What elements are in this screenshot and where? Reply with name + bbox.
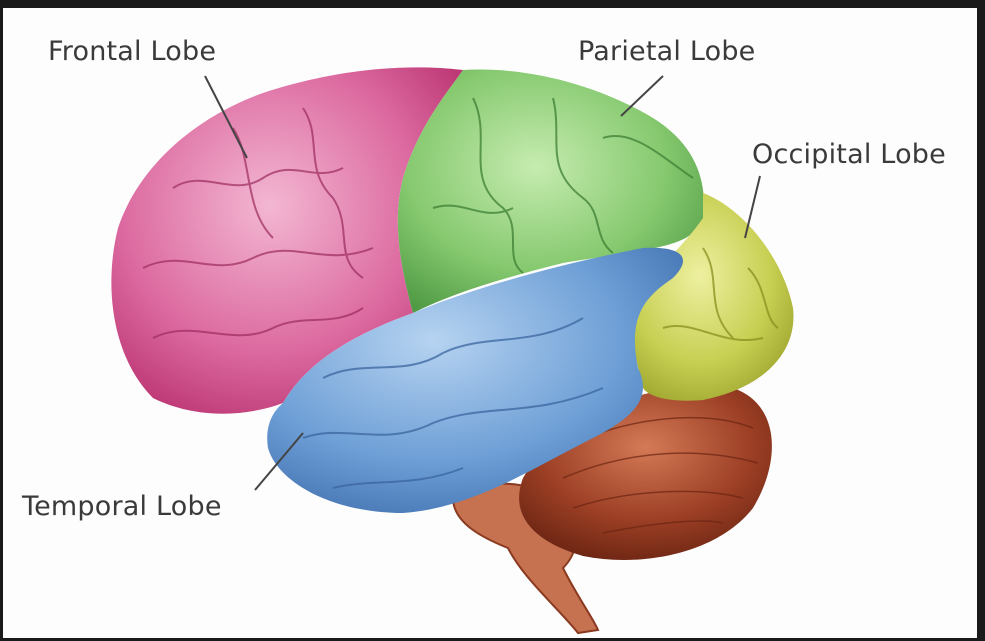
brain-diagram: Frontal Lobe Parietal Lobe Occipital Lob… bbox=[3, 8, 977, 638]
brain-illustration bbox=[111, 67, 794, 635]
parietal-lobe-label: Parietal Lobe bbox=[578, 36, 756, 67]
parietal-leader-line bbox=[620, 75, 664, 117]
temporal-leader-line bbox=[254, 432, 304, 491]
frontal-lobe-region bbox=[111, 67, 463, 414]
frontal-leader-line bbox=[204, 75, 248, 159]
frontal-lobe-label: Frontal Lobe bbox=[48, 36, 217, 67]
temporal-lobe-label: Temporal Lobe bbox=[22, 491, 222, 522]
occipital-lobe-label: Occipital Lobe bbox=[752, 139, 946, 170]
occipital-leader-line bbox=[744, 175, 761, 239]
temporal-lobe-region bbox=[267, 247, 683, 513]
occipital-lobe-region bbox=[623, 193, 794, 401]
